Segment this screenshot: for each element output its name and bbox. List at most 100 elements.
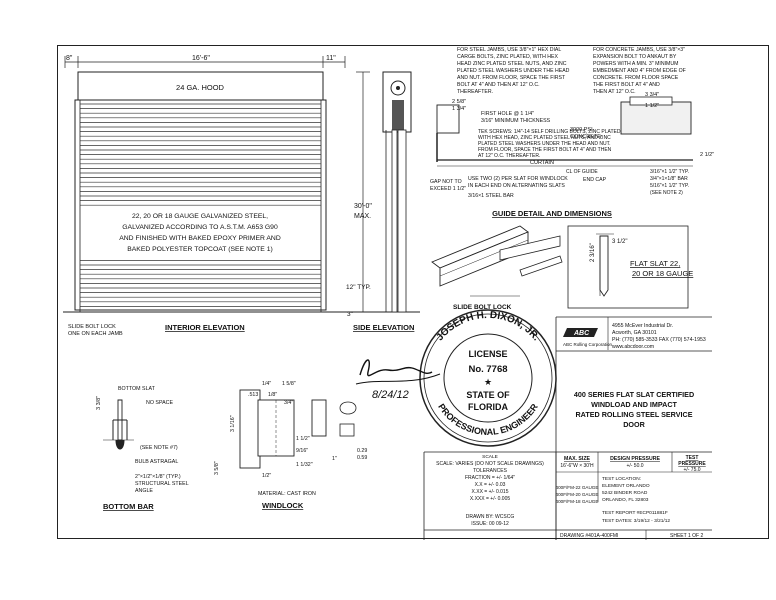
guide-note-left-1: FOR STEEL JAMBS, USE 3/8"×1" HEX DIAL: [457, 47, 561, 53]
side-elevation-title: SIDE ELEVATION: [353, 323, 414, 332]
issue: ISSUE: 00 09-12: [471, 521, 509, 527]
endcap-label: END CAP: [583, 177, 607, 183]
curtain-note-line-1: 22, 20 OR 18 GAUGE GALVANIZED STEEL,: [132, 213, 268, 220]
guide-note-left-4: PLATED STEEL WASHERS UNDER THE HEAD: [457, 68, 570, 74]
company-address-4: www.abcdoor.com: [612, 344, 654, 350]
dim-1-3-4: 1 3/4": [452, 106, 466, 112]
flat-slat-label-2: 20 OR 18 GAUGE: [632, 269, 693, 278]
dim-height: 30'-0": [354, 203, 372, 210]
wl-dim-11: 9/16": [296, 448, 308, 454]
curtain-note-line-3: AND FINISHED WITH BAKED EPOXY PRIMER AND: [119, 235, 281, 242]
gauge-20: 400F/FM-20 GAUGE: [556, 492, 599, 497]
wl-dim-2: 1 5/8": [282, 381, 296, 387]
interior-elevation: 8" 16'-6" 11" 24 GA. HOOD 22, 20 OR 18 G…: [63, 55, 420, 337]
min-psi-1: 3000 PSI: [570, 127, 593, 133]
guide-note-right-2: EXPANSION BOLT TO ANKAUT BY: [593, 54, 677, 60]
tek-note-5: AT 12" O.C. THEREAFTER.: [478, 153, 540, 159]
side-elevation: SIDE ELEVATION: [353, 71, 414, 332]
test-report: TEST REPORT #ECP011881F: [602, 510, 668, 516]
stamp-star: ★: [484, 377, 492, 387]
tol-fraction: FRACTION = +/- 1/64": [465, 475, 515, 481]
centerline-label: CL OF GUIDE: [566, 169, 598, 175]
wl-dim-12: 0.29: [357, 448, 367, 454]
dim-12-typ: 12" TYP.: [346, 284, 371, 291]
guide-note-left-7: THEREAFTER.: [457, 89, 493, 95]
company-name: ABC: [573, 330, 590, 337]
slide-bolt-label-1: SLIDE BOLT LOCK: [68, 324, 116, 330]
test-pressure-value: +/- 75.0: [683, 467, 700, 473]
dim-top-width: 16'-6": [192, 55, 210, 62]
curtain-label: CURTAIN: [530, 160, 554, 166]
screw-1: 3/16"×1 1/2" TYP.: [650, 169, 689, 175]
first-hole-1: FIRST HOLE @ 1 1/4": [481, 111, 534, 117]
guide-note-right-3: POWERS WITH A MIN. 3" MINIMUM: [593, 61, 678, 67]
slide-bolt-label-2: ONE ON EACH JAMB: [68, 331, 123, 337]
screw-4: (SEE NOTE 2): [650, 190, 683, 196]
wl-dim-1: 1/4": [262, 381, 271, 387]
door-slats: [80, 103, 321, 307]
dim-2-1-2: 2 1/2": [700, 152, 714, 158]
tol-xxxx: X.XXX = +/- 0.005: [470, 496, 511, 502]
stamp-number: No. 7768: [468, 364, 507, 375]
test-location-2: ELEMENT ORLANDO: [602, 483, 650, 489]
wl-dim-7: 1 1/2": [296, 436, 310, 442]
bb-label-structural: STRUCTURAL STEEL: [135, 481, 189, 487]
flat-slat-label-1: FLAT SLAT 22,: [630, 259, 680, 268]
guide-note-left-6: BOLT AT 4" AND THEN AT 12" O.C.: [457, 82, 540, 88]
tol-x: X.X = +/- 0.03: [475, 482, 506, 488]
slide-bolt-lock-title: SLIDE BOLT LOCK: [453, 304, 512, 311]
test-location-1: TEST LOCATION:: [602, 476, 641, 482]
signature: [359, 359, 433, 377]
stamp-state: STATE OF: [466, 390, 510, 400]
engineer-stamp: JOSEPH H. DIXON, JR. PROFESSIONAL ENGINE…: [355, 309, 557, 447]
bb-label-bulb: BULB ASTRAGAL: [135, 459, 178, 465]
wl-dim-14: 1": [332, 456, 337, 462]
company-address-1: 4955 McEver Industrial Dr.: [612, 323, 673, 329]
scale-label: SCALE: [482, 454, 498, 460]
tek-note-3: PLATED STEEL WASHERS UNDER THE HEAD AND …: [478, 141, 611, 147]
wl-dim-4: 1/8": [268, 392, 277, 398]
gap-note-2: EXCEED 1 1/2": [430, 186, 466, 192]
dim-2-5-8: 2 5/8": [452, 99, 466, 105]
bb-dim-3-3-8: 3 3/8": [96, 396, 102, 410]
wl-dim-5: 3/4": [284, 400, 293, 406]
drawing-number: DRAWING #401A-400FMI: [560, 533, 618, 539]
test-location-3: 5242 BINDER ROAD: [602, 490, 648, 496]
curtain-note-line-4: BAKED POLYESTER TOPCOAT (SEE NOTE 1): [127, 246, 273, 253]
dim-3-3-4: 3 3/4": [645, 92, 659, 98]
guide-note-left-2: CARGE BOLTS, ZINC PLATED, WITH HEX: [457, 54, 559, 60]
guide-note-right-5: CONCRETE. FROM FLOOR SPACE: [593, 75, 679, 81]
stamp-florida: FLORIDA: [468, 402, 508, 412]
bb-label-angle-size: 2"×1/2"×1/8" (TYP.): [135, 474, 181, 480]
dim-top-left: 8": [66, 55, 73, 62]
hood-label: 24 GA. HOOD: [176, 83, 225, 92]
drawn-by: DRAWN BY: WCSCG: [466, 514, 515, 520]
scale-value: SCALE: VARIES (DO NOT SCALE DRAWINGS): [436, 461, 544, 467]
dim-3-inch: 3": [347, 311, 354, 318]
flat-slat-height: 2 3/16": [590, 243, 596, 262]
title-block: ABC ABC Rolling Corporation 4955 McEver …: [423, 316, 712, 540]
guide-note-right-4: EMBEDMENT AND 4" FROM EDGE OF: [593, 68, 686, 74]
windlock-material: MATERIAL: CAST IRON: [258, 491, 316, 497]
tek-note-4: FROM FLOOR, SPACE THE FIRST BOLT AT 4" A…: [478, 147, 612, 153]
design-pressure-label: DESIGN PRESSURE: [610, 456, 660, 462]
company-address-3: PH: (770) 585-3533 FAX (770) 574-1953: [612, 337, 706, 343]
guide-detail-title: GUIDE DETAIL AND DIMENSIONS: [492, 209, 612, 218]
title-line-1: 400 SERIES FLAT SLAT CERTIFIED: [574, 390, 694, 399]
design-pressure-value: +/- 50.0: [626, 463, 643, 469]
guide-note-right-7: THEN AT 12" O.C.: [593, 89, 636, 95]
title-line-3: RATED ROLLING STEEL SERVICE: [575, 410, 692, 419]
tolerances-label: TOLERANCES: [473, 468, 507, 474]
guide-note-left-5: AND NUT. FROM FLOOR, SPACE THE FIRST: [457, 75, 566, 81]
title-line-2: WINDLOAD AND IMPACT: [591, 400, 677, 409]
guide-note-right-6: THE FIRST BOLT AT 4" AND: [593, 82, 660, 88]
company-address-2: Acworth, GA 30101: [612, 330, 657, 336]
first-hole-2: 3/16" MINIMUM THICKNESS: [481, 118, 551, 124]
test-dates: TEST DATES: 3/19/12 - 3/21/12: [602, 518, 670, 524]
stamp-date: 8/24/12: [372, 389, 409, 401]
gauge-22: 400F/FM-22 GAUGE: [556, 485, 599, 490]
company-logo: [563, 328, 598, 337]
title-line-4: DOOR: [623, 420, 645, 429]
wl-dim-6: 3 1/16": [230, 415, 236, 432]
wl-dim-13: 0.59: [357, 455, 367, 461]
